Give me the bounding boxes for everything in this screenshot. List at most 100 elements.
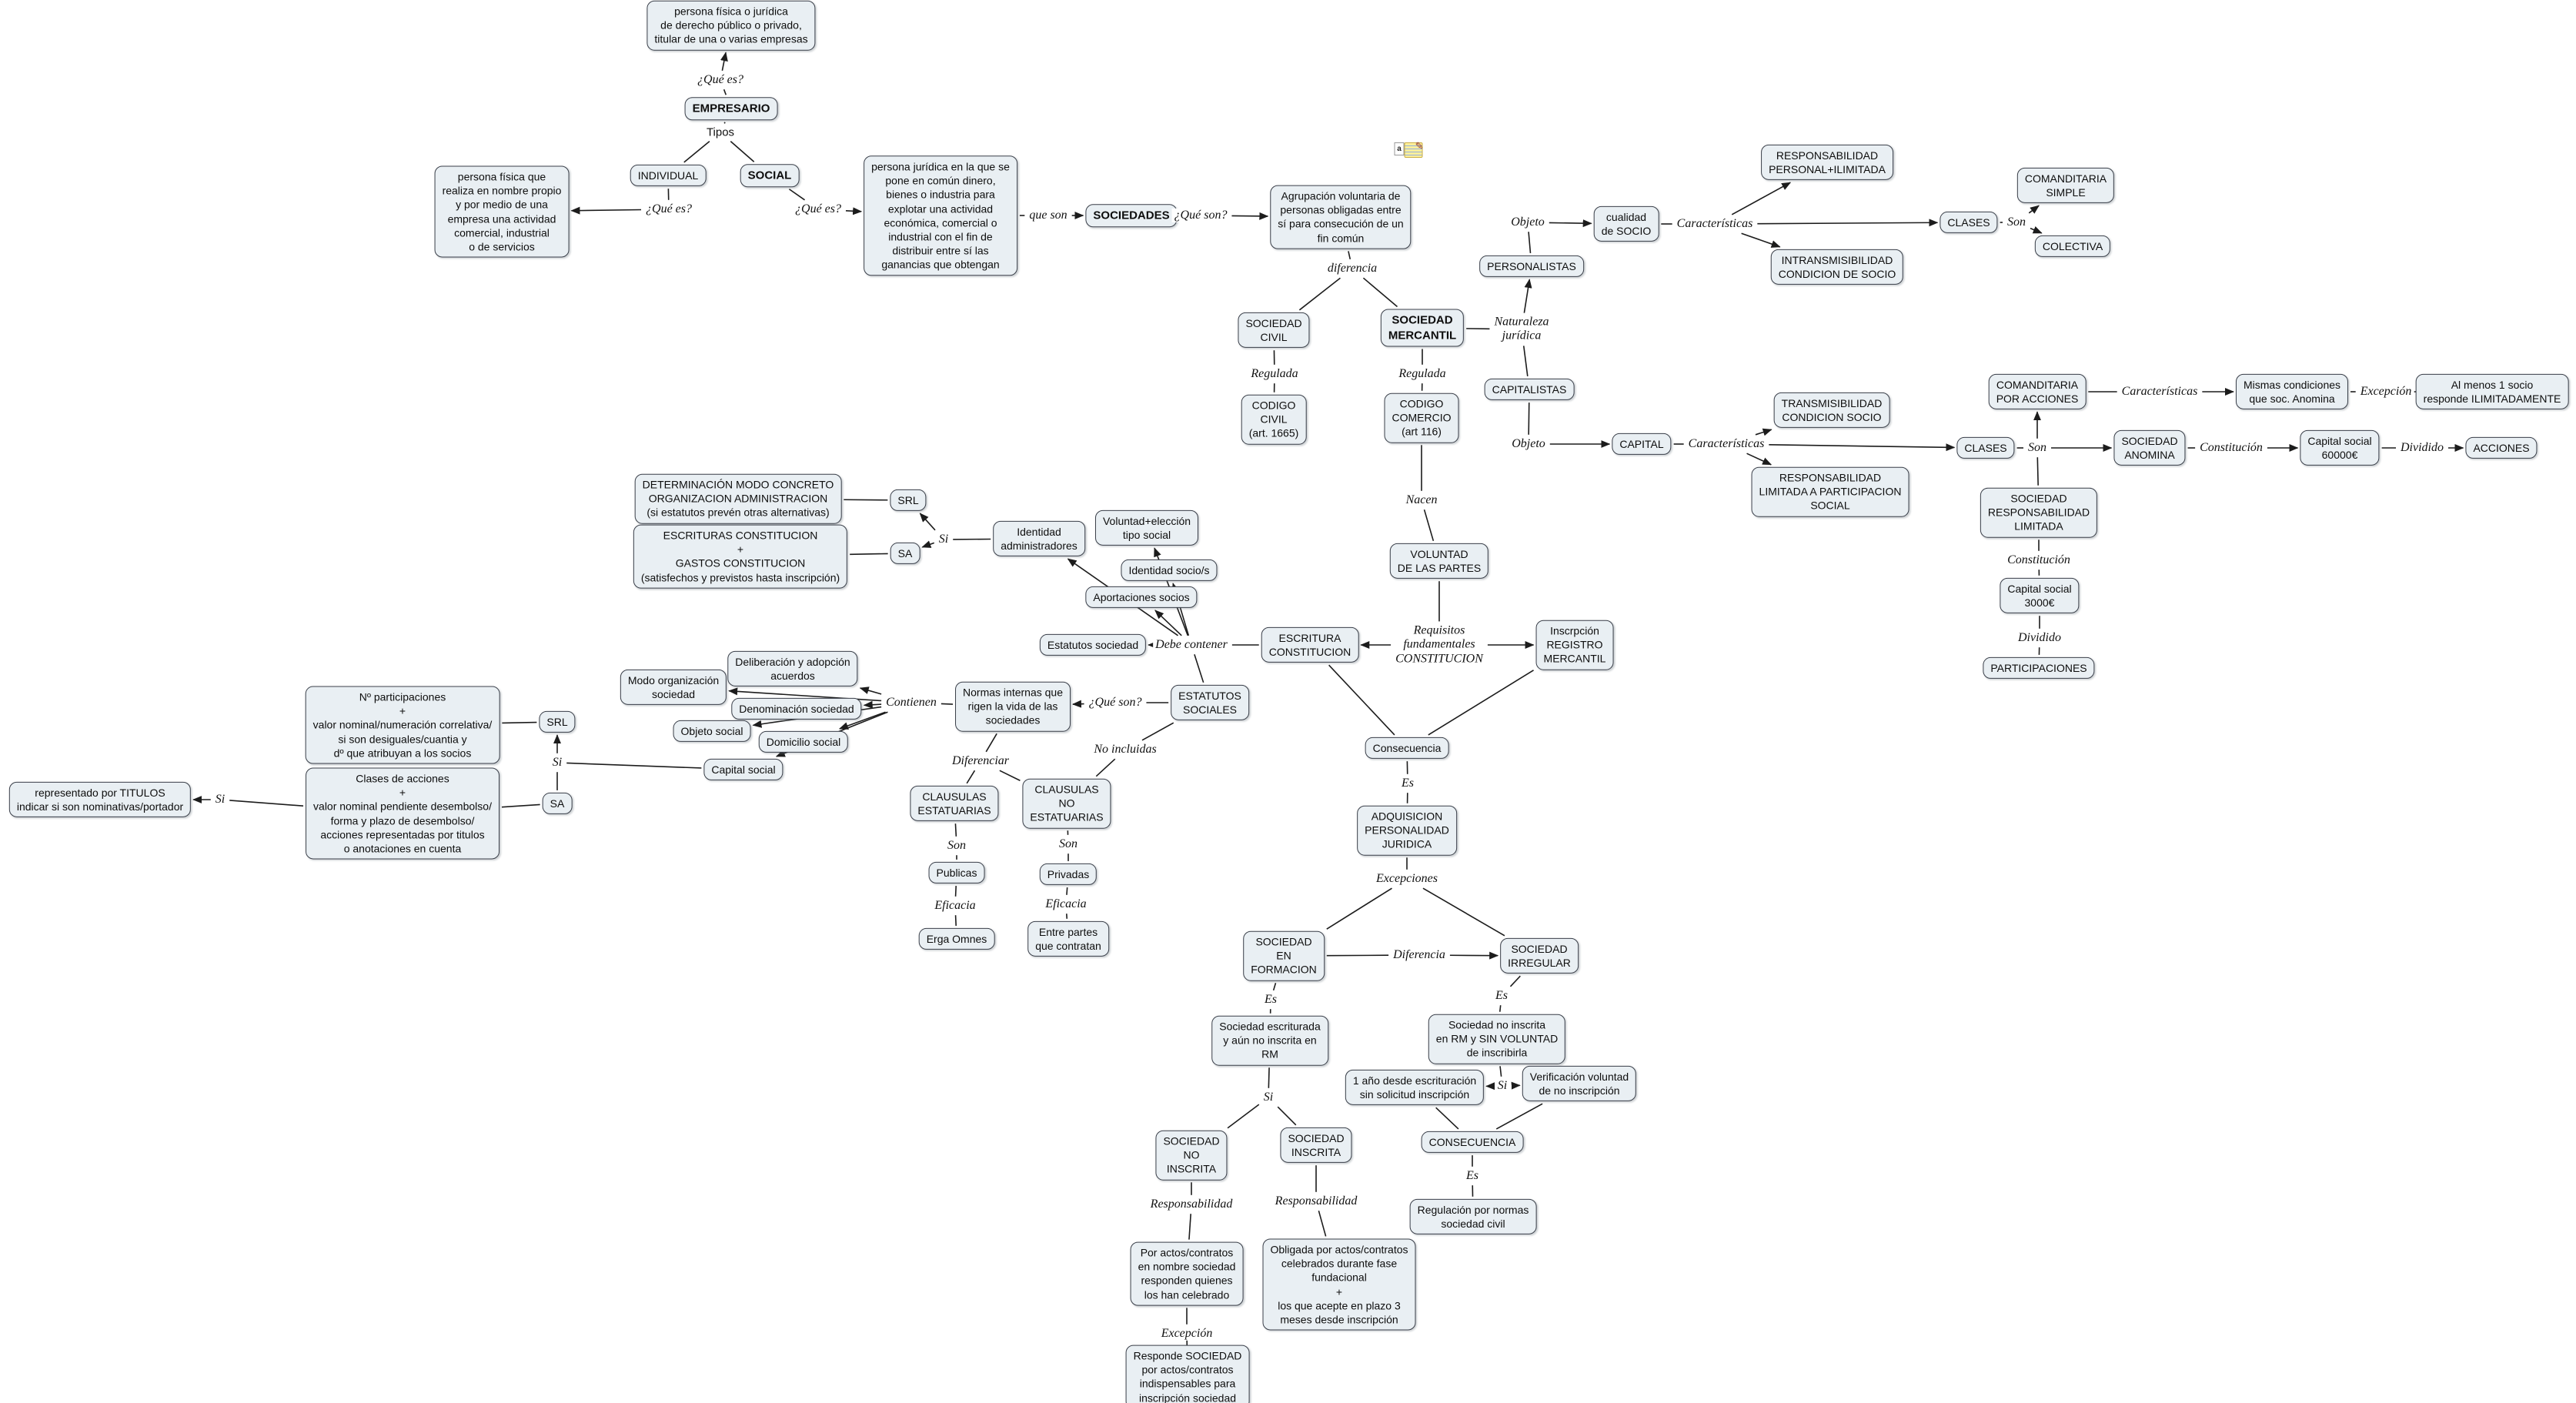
linking-phrase-queson3[interactable]: ¿Qué son? (1086, 695, 1144, 710)
linking-phrase-qe1[interactable]: ¿Qué es? (695, 72, 746, 88)
linking-phrase-diferenciar[interactable]: Diferenciar (949, 753, 1012, 769)
node-obligada[interactable]: Obligada por actos/contratos celebrados … (1262, 1238, 1416, 1331)
node-acciones[interactable]: ACCIONES (2465, 436, 2538, 459)
node-clausulas_no_est[interactable]: CLAUSULAS NO ESTATUARIAS (1022, 778, 1111, 829)
node-soc_en_formacion[interactable]: SOCIEDAD EN FORMACION (1243, 930, 1325, 981)
node-por_actos[interactable]: Por actos/contratos en nombre sociedad r… (1130, 1241, 1244, 1306)
linking-phrase-caract1[interactable]: Características (1674, 216, 1756, 232)
node-inscripcion_rm[interactable]: Inscrpción REGISTRO MERCANTIL (1535, 620, 1614, 670)
node-colectiva[interactable]: COLECTIVA (2034, 235, 2111, 258)
node-clases_acciones[interactable]: Clases de acciones + valor nominal pendi… (306, 767, 499, 860)
linking-phrase-son1[interactable]: Son (2005, 215, 2028, 230)
node-consecuencia2[interactable]: CONSECUENCIA (1421, 1131, 1524, 1154)
linking-phrase-es4[interactable]: Es (1464, 1168, 1481, 1184)
node-soc_escriturada[interactable]: Sociedad escriturada y aún no inscrita e… (1211, 1015, 1328, 1066)
node-almenos[interactable]: Al menos 1 socio responde ILIMITADAMENTE (2415, 373, 2569, 410)
node-soc_no_inscrita_rm[interactable]: Sociedad no inscrita en RM y SIN VOLUNTA… (1428, 1014, 1566, 1064)
linking-phrase-tipos[interactable]: Tipos (703, 125, 737, 139)
linking-phrase-excepciones[interactable]: Excepciones (1374, 871, 1440, 887)
node-responde[interactable]: Responde SOCIEDAD por actos/contratos in… (1125, 1345, 1250, 1403)
node-verificacion[interactable]: Verificación voluntad de no inscripción (1522, 1065, 1637, 1102)
linking-phrase-es1[interactable]: Es (1399, 776, 1416, 791)
linking-phrase-diferencia[interactable]: diferencia (1325, 261, 1380, 276)
linking-phrase-resp2[interactable]: Responsabilidad (1272, 1194, 1360, 1209)
node-soc_irregular[interactable]: SOCIEDAD IRREGULAR (1500, 937, 1579, 974)
node-def_individual[interactable]: persona física que realiza en nombre pro… (434, 165, 570, 258)
node-estatutos_sociales[interactable]: ESTATUTOS SOCIALES (1171, 684, 1249, 721)
node-sociedad_anomina[interactable]: SOCIEDAD ANOMINA (2113, 429, 2186, 466)
linking-phrase-si_left[interactable]: Si (212, 792, 228, 807)
node-erga_omnes[interactable]: Erga Omnes (918, 927, 995, 950)
node-resp_personal[interactable]: RESPONSABILIDAD PERSONAL+ILIMITADA (1761, 144, 1893, 181)
node-modo_org[interactable]: Modo organización sociedad (620, 669, 727, 706)
node-domicilio[interactable]: Domicilio social (758, 730, 849, 753)
linking-phrase-objeto1[interactable]: Objeto (1509, 215, 1547, 230)
node-participaciones[interactable]: PARTICIPACIONES (1983, 656, 2095, 680)
node-publicas[interactable]: Publicas (928, 861, 985, 884)
linking-phrase-eficacia_priv[interactable]: Eficacia (1043, 897, 1089, 912)
node-empresario[interactable]: EMPRESARIO (684, 97, 778, 120)
node-escrituras[interactable]: ESCRITURAS CONSTITUCION + GASTOS CONSTIT… (633, 524, 848, 589)
node-objeto_social[interactable]: Objeto social (673, 720, 751, 743)
node-clausulas_est[interactable]: CLAUSULAS ESTATUARIAS (910, 785, 999, 822)
linking-phrase-qe2[interactable]: ¿Qué es? (643, 202, 694, 217)
node-consecuencia1[interactable]: Consecuencia (1365, 737, 1449, 760)
node-sa_mid[interactable]: SA (542, 792, 573, 815)
node-intransmisibilidad[interactable]: INTRANSMISIBILIDAD CONDICION DE SOCIO (1770, 249, 1904, 286)
linking-phrase-contienen[interactable]: Contienen (884, 695, 939, 710)
node-def_social[interactable]: persona jurídica en la que se pone en co… (864, 155, 1017, 276)
linking-phrase-es2[interactable]: Es (1262, 992, 1279, 1007)
linking-phrase-regulada2[interactable]: Regulada (1396, 366, 1448, 382)
node-comanditaria_simple[interactable]: COMANDITARIA SIMPLE (2016, 167, 2115, 204)
node-clases_p[interactable]: CLASES (1940, 211, 1998, 234)
node-codigo_civil[interactable]: CODIGO CIVIL (art. 1665) (1241, 394, 1307, 445)
node-capital60000[interactable]: Capital social 60000€ (2300, 429, 2380, 466)
node-sociedad_mercantil[interactable]: SOCIEDAD MERCANTIL (1380, 309, 1465, 347)
linking-phrase-queson[interactable]: que son (1027, 208, 1070, 223)
linking-phrase-debe_contener[interactable]: Debe contener (1153, 637, 1230, 653)
node-regulacion[interactable]: Regulación por normas sociedad civil (1409, 1198, 1537, 1235)
node-sa_top[interactable]: SA (890, 542, 920, 565)
linking-phrase-constitucion2[interactable]: Constitución (2005, 553, 2073, 568)
linking-phrase-objeto2[interactable]: Objeto (1509, 436, 1548, 452)
linking-phrase-dividido1[interactable]: Dividido (2398, 440, 2446, 456)
node-sociedad_civil[interactable]: SOCIEDAD CIVIL (1238, 312, 1310, 349)
node-representado[interactable]: representado por TITULOS indicar si son … (8, 781, 192, 818)
node-resp_limitada[interactable]: RESPONSABILIDAD LIMITADA A PARTICIPACION… (1751, 466, 1909, 517)
linking-phrase-si1[interactable]: Si (936, 532, 951, 547)
node-n_participaciones[interactable]: Nº participaciones + valor nominal/numer… (305, 686, 500, 764)
linking-phrase-no_incluidas[interactable]: No incluidas (1091, 742, 1159, 757)
node-entre_partes[interactable]: Entre partes que contratan (1027, 920, 1109, 957)
node-normas_internas[interactable]: Normas internas que rigen la vida de las… (955, 681, 1071, 732)
linking-phrase-eficacia_pub[interactable]: Eficacia (932, 898, 978, 914)
linking-phrase-es3[interactable]: Es (1493, 988, 1510, 1004)
node-capitalistas[interactable]: CAPITALISTAS (1484, 378, 1575, 401)
linking-phrase-caract3[interactable]: Características (2119, 384, 2200, 399)
linking-phrase-diferencia2[interactable]: Diferencia (1391, 947, 1448, 963)
node-adquisicion[interactable]: ADQUISICION PERSONALIDAD JURIDICA (1357, 805, 1457, 856)
node-voluntad_eleccion[interactable]: Voluntad+elección tipo social (1094, 509, 1199, 546)
node-estatutos_sociedad[interactable]: Estatutos sociedad (1039, 633, 1147, 656)
linking-phrase-requisitos[interactable]: Requisitos fundamentales CONSTITUCION (1393, 623, 1485, 666)
linking-phrase-si_mid[interactable]: Si (550, 755, 565, 770)
node-def_sociedades[interactable]: Agrupación voluntaria de personas obliga… (1270, 185, 1412, 249)
linking-phrase-excepcion1[interactable]: Excepción (2357, 384, 2414, 399)
node-comanditaria_acciones[interactable]: COMANDITARIA POR ACCIONES (1988, 373, 2087, 410)
linking-phrase-si2[interactable]: Si (1261, 1090, 1276, 1105)
linking-phrase-son2[interactable]: Son (2026, 440, 2049, 456)
node-denominacion[interactable]: Denominación sociedad (731, 697, 862, 720)
node-soc_no_inscrita[interactable]: SOCIEDAD NO INSCRITA (1155, 1130, 1228, 1181)
node-un_ano[interactable]: 1 año desde escrituración sin solicitud … (1345, 1069, 1485, 1106)
node-voluntad_partes[interactable]: VOLUNTAD DE LAS PARTES (1389, 543, 1489, 580)
node-individual[interactable]: INDIVIDUAL (630, 164, 707, 187)
node-srl_top[interactable]: SRL (890, 489, 927, 512)
linking-phrase-excepcion2[interactable]: Excepción (1158, 1326, 1215, 1341)
node-identidad_admin[interactable]: Identidad administradores (993, 520, 1085, 557)
linking-phrase-nacen[interactable]: Nacen (1403, 493, 1440, 508)
node-determinacion[interactable]: DETERMINACIÓN MODO CONCRETO ORGANIZACION… (634, 473, 842, 524)
node-transmisibilidad[interactable]: TRANSMISIBILIDAD CONDICION SOCIO (1773, 392, 1890, 429)
linking-phrase-son_priv[interactable]: Son (1057, 837, 1080, 852)
linking-phrase-regulada1[interactable]: Regulada (1248, 366, 1301, 382)
node-def_empresario[interactable]: persona física o jurídica de derecho púb… (647, 0, 816, 51)
linking-phrase-caract2[interactable]: Características (1686, 436, 1767, 452)
